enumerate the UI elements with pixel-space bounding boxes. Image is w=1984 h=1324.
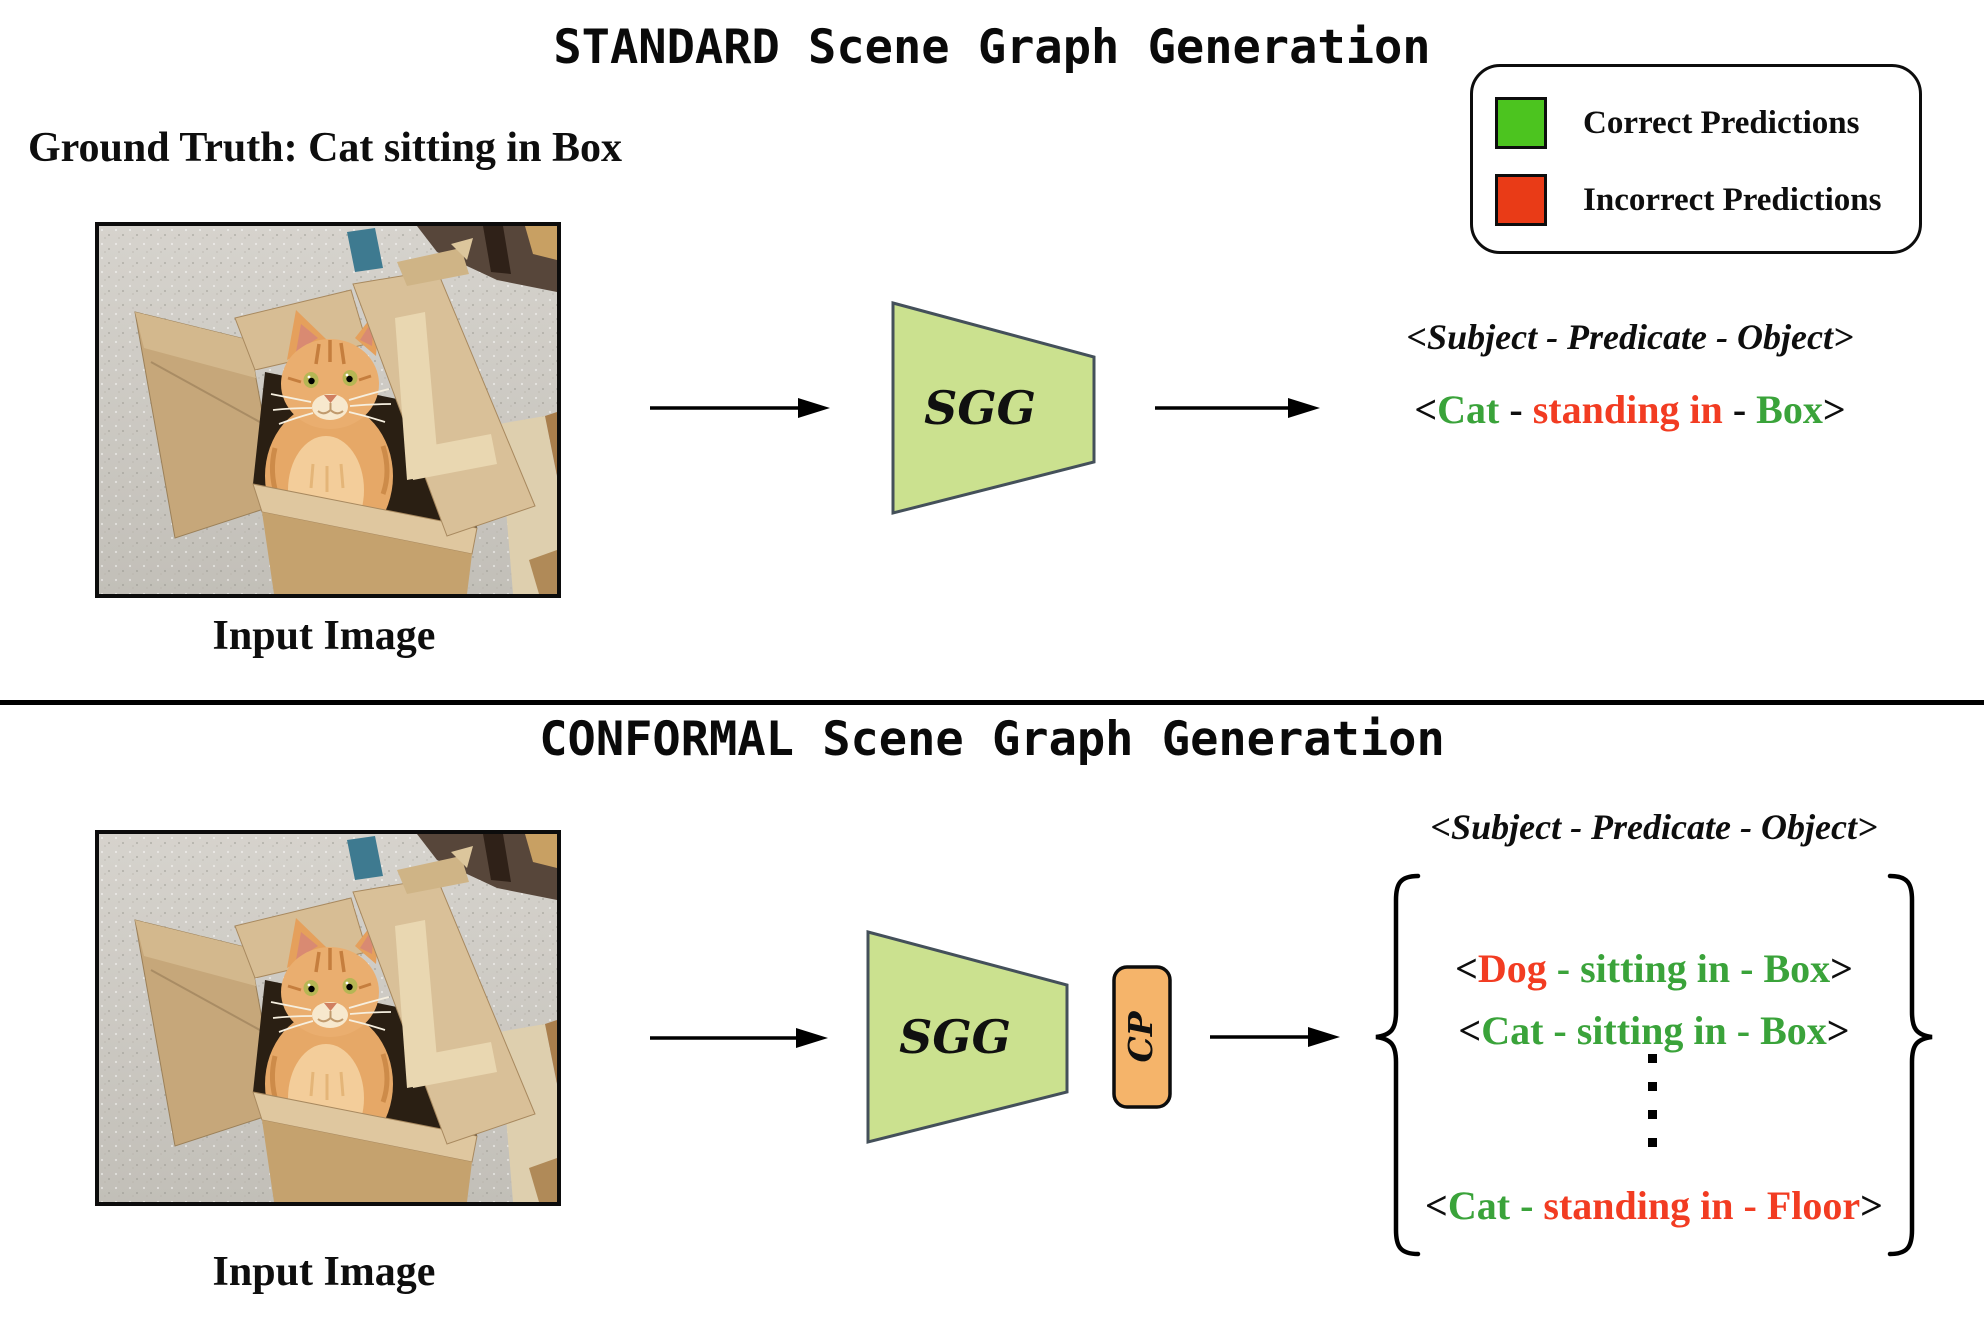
cat-in-box-photo [99,834,557,1202]
triplet-segment: < [1414,387,1438,432]
triplet-segment: < [1455,946,1478,991]
triplet-segment: Box [1756,387,1823,432]
triplet-segment: > [1860,1183,1883,1228]
cat-in-box-photo [99,226,557,594]
input-image-top [95,222,561,598]
sgg-model-label-bottom: SGG [899,1010,1011,1064]
triplet-segment: - [1722,387,1757,432]
arrow-sgg-to-output-top [1155,398,1320,418]
triplet-segment: Cat [1447,1183,1511,1228]
cp-module-label: CP [1121,1010,1160,1062]
triplet-segment: Dog [1477,946,1547,991]
ellipsis-dot [1648,1110,1657,1119]
triplet-segment: < [1425,1183,1448,1228]
sgg-model-trapezoid-top [891,301,1096,515]
ellipsis-dot [1648,1054,1657,1063]
legend-item-correct: Correct Predictions [1495,97,1859,149]
legend-label-incorrect: Incorrect Predictions [1583,181,1882,218]
triplet-segment: > [1822,387,1846,432]
ellipsis-dots [1648,1054,1657,1147]
arrow-input-to-sgg-top [650,398,830,418]
ellipsis-dot [1648,1082,1657,1091]
triplet-segment: > [1826,1008,1850,1053]
triplet-segment: Cat - sitting in - Box [1481,1008,1827,1053]
triplet-segment: > [1830,946,1853,991]
section-divider [0,700,1984,705]
conformal-section-title: CONFORMAL Scene Graph Generation [539,712,1445,767]
triplet-segment: - [1510,1183,1544,1228]
correct-color-swatch [1495,97,1547,149]
triplet-segment: standing in [1532,387,1723,432]
input-image-label-bottom: Input Image [212,1249,436,1295]
triplet-segment: - [1730,946,1764,991]
triplet-segment: - [1546,946,1581,991]
legend-item-incorrect: Incorrect Predictions [1495,174,1881,226]
spo-header-bottom: <Subject - Predicate - Object> [1430,807,1878,847]
ellipsis-dot [1648,1138,1657,1147]
standard-section-title: STANDARD Scene Graph Generation [553,20,1431,75]
spo-header-top: <Subject - Predicate - Object> [1406,317,1854,357]
cp-module-box [1112,965,1172,1109]
sgg-model-trapezoid-bottom [866,930,1069,1144]
ground-truth-text: Ground Truth: Cat sitting in Box [28,125,622,171]
prediction-triplet-row-3: <Cat - standing in - Floor> [1394,1183,1914,1229]
arrow-input-to-sgg-bottom [650,1028,828,1048]
prediction-triplet-row-1: <Dog - sitting in - Box> [1394,946,1914,992]
input-image-bottom [95,830,561,1206]
triplet-segment: - [1499,387,1533,432]
legend-label-correct: Correct Predictions [1583,104,1860,141]
prediction-triplet-row-2: <Cat - sitting in - Box> [1394,1008,1914,1054]
triplet-segment: Floor [1766,1183,1861,1228]
triplet-segment: sitting in [1580,946,1731,991]
sgg-model-label-top: SGG [924,381,1036,435]
prediction-triplet-top: <Cat - standing in - Box> [1370,387,1890,433]
triplet-segment: Cat [1437,387,1500,432]
triplet-segment: < [1458,1008,1482,1053]
arrow-cp-to-output-bottom [1210,1027,1340,1047]
triplet-segment: standing in [1543,1183,1734,1228]
input-image-label-top: Input Image [212,613,436,659]
triplet-segment: Box [1763,946,1831,991]
triplet-segment: - [1733,1183,1767,1228]
incorrect-color-swatch [1495,174,1547,226]
legend-box: Correct Predictions Incorrect Prediction… [1470,64,1922,254]
